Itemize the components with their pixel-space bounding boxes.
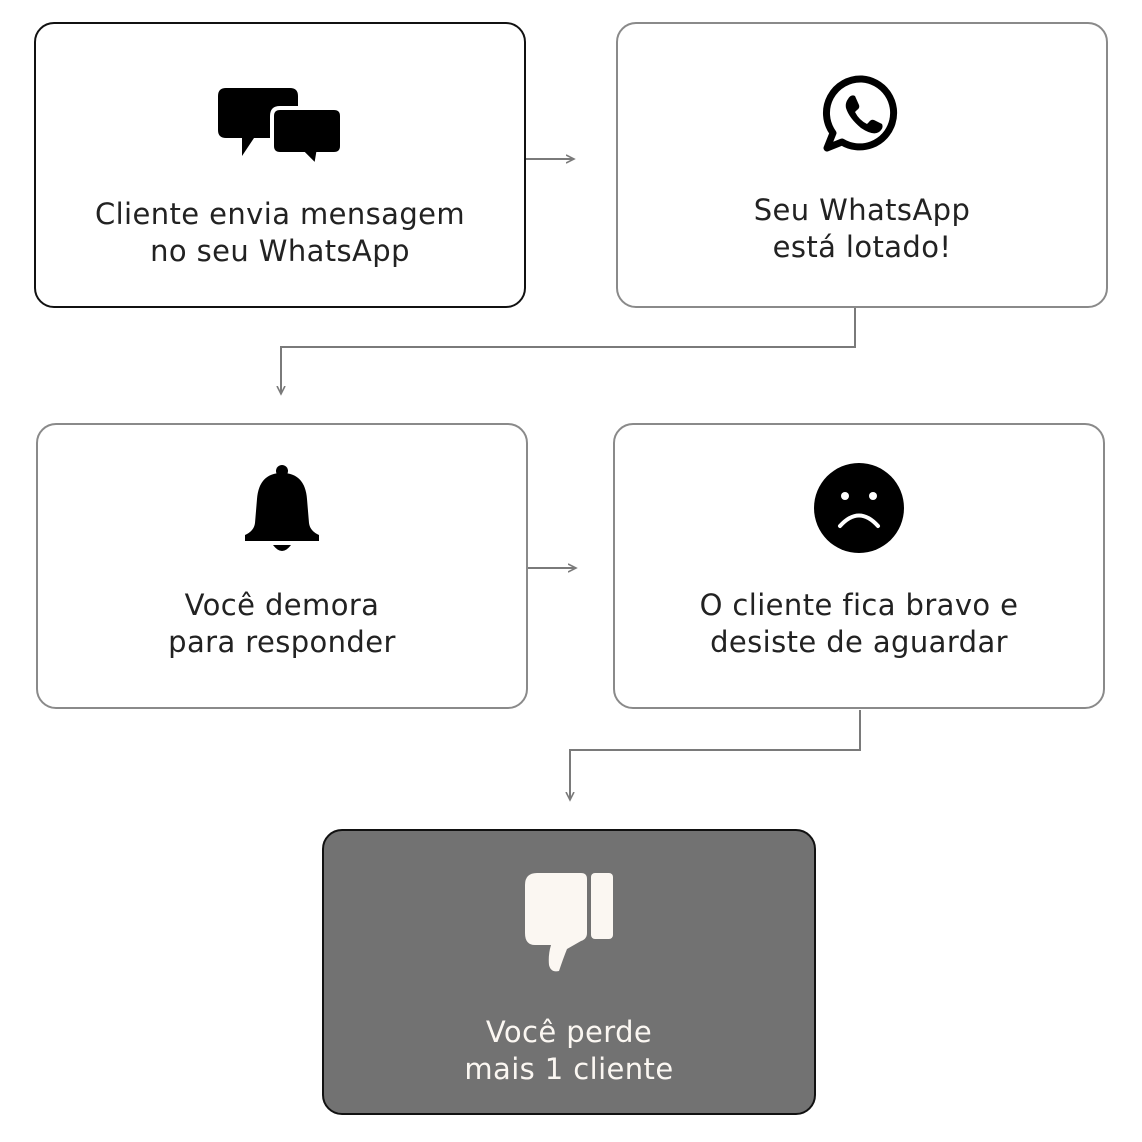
whatsapp-icon [823, 75, 898, 152]
step-3-label: Você demora para responder [168, 588, 396, 659]
step-1-box: Cliente envia mensagem no seu WhatsApp [34, 22, 526, 308]
step-2-label: Seu WhatsApp está lotado! [753, 193, 971, 264]
thumbs-down-icon [525, 873, 613, 972]
chat-bubbles-icon [218, 88, 342, 168]
bell-icon [245, 465, 319, 551]
step-5-box: Você perde mais 1 cliente [322, 829, 816, 1115]
step-4-label: O cliente fica bravo e desiste de aguard… [699, 588, 1019, 659]
step-4-box: O cliente fica bravo e desiste de aguard… [613, 423, 1105, 709]
step-3-box: Você demora para responder [36, 423, 528, 709]
arrow-step4-to-step5 [570, 710, 861, 800]
arrow-step2-to-step3 [281, 308, 856, 394]
step-2-box: Seu WhatsApp está lotado! [616, 22, 1108, 308]
step-5-label: Você perde mais 1 cliente [464, 1015, 674, 1086]
step-1-label: Cliente envia mensagem no seu WhatsApp [94, 197, 466, 268]
sad-face-icon [814, 463, 904, 553]
